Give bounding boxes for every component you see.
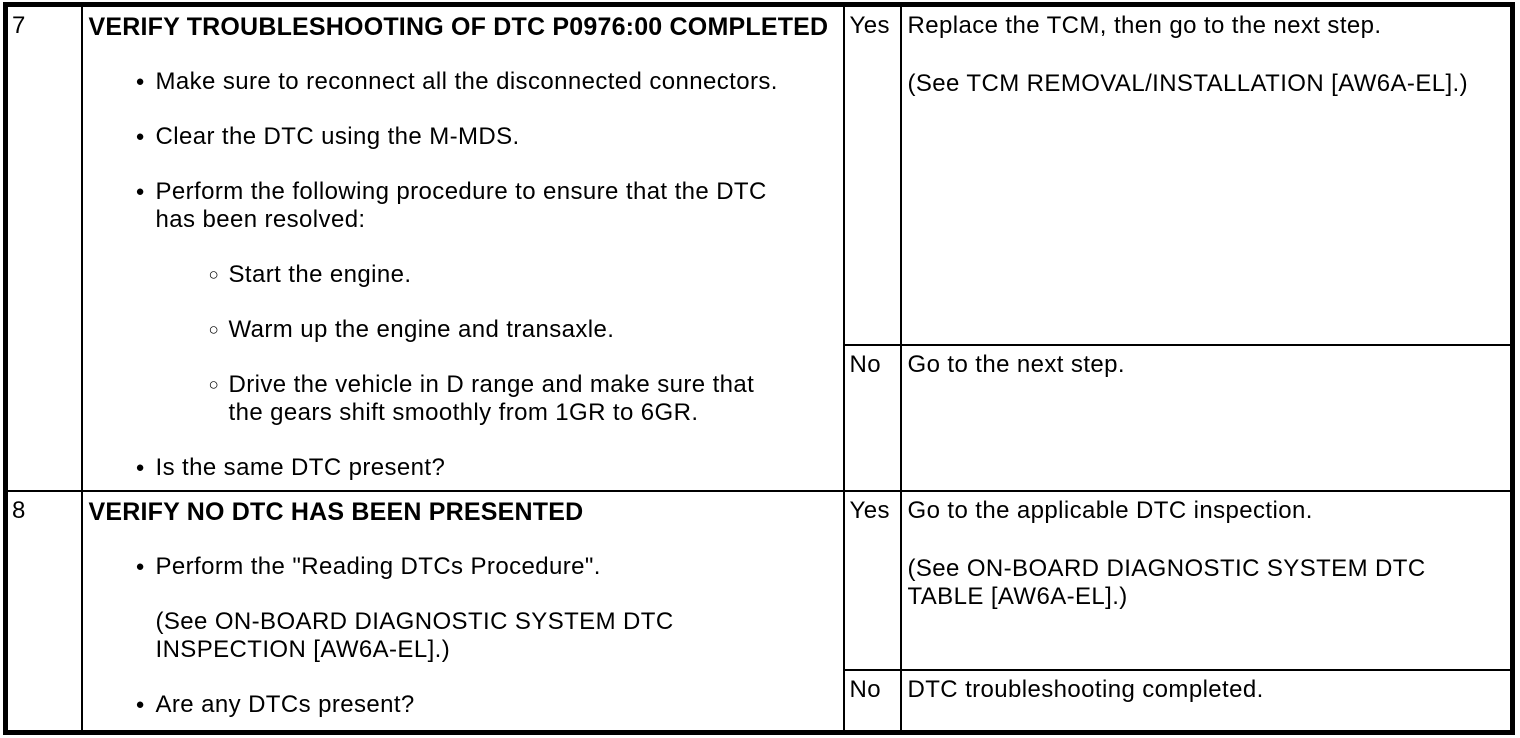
answer-label: No	[849, 675, 881, 703]
list-item: ● Perform the following procedure to ens…	[136, 178, 839, 234]
instruction-text: Clear the DTC using the M-MDS.	[155, 123, 520, 150]
bullet-icon: ●	[135, 459, 145, 476]
dtc-troubleshooting-table: 7 VERIFY TROUBLESHOOTING OF DTC P0976:00…	[3, 2, 1515, 735]
inspection-cell: VERIFY TROUBLESHOOTING OF DTC P0976:00 C…	[80, 3, 845, 492]
list-item: ● Are any DTCs present?	[136, 691, 839, 719]
inspection-title: VERIFY TROUBLESHOOTING OF DTC P0976:00 C…	[88, 13, 829, 41]
step-number-cell: 7	[4, 3, 83, 492]
instruction-text: Perform the "Reading DTCs Procedure".	[155, 552, 601, 580]
action-text: Go to the next step.	[907, 350, 1125, 378]
answer-label: No	[849, 350, 881, 378]
inspection-cell: VERIFY NO DTC HAS BEEN PRESENTED ● Perfo…	[80, 489, 845, 734]
bullet-icon: ●	[135, 128, 145, 145]
answer-no-cell: No	[842, 343, 902, 492]
action-cell: DTC troubleshooting completed.	[899, 668, 1514, 734]
action-cell: Go to the applicable DTC inspection. (Se…	[899, 489, 1514, 671]
list-item-continuation: (See ON-BOARD DIAGNOSTIC SYSTEM DTC INSP…	[156, 608, 839, 664]
sub-bullet-icon: ○	[208, 375, 220, 394]
bullet-icon: ●	[135, 695, 145, 713]
instruction-text: Warm up the engine and transaxle.	[228, 316, 615, 343]
list-item: ● Perform the "Reading DTCs Procedure".	[136, 553, 839, 581]
sub-list-item: ○ Drive the vehicle in D range and make …	[209, 371, 839, 427]
step-number: 8	[12, 496, 26, 524]
table-row: No DTC troubleshooting completed.	[6, 668, 1514, 734]
answer-no-cell: No	[842, 668, 902, 734]
action-reference: (See ON-BOARD DIAGNOSTIC SYSTEM DTC TABL…	[907, 554, 1426, 610]
document-page: 7 VERIFY TROUBLESHOOTING OF DTC P0976:00…	[3, 2, 1515, 735]
table-row: 7 VERIFY TROUBLESHOOTING OF DTC P0976:00…	[4, 3, 1514, 492]
bullet-icon: ●	[135, 183, 145, 200]
answer-label: Yes	[849, 12, 890, 39]
list-item: ● Is the same DTC present?	[136, 454, 839, 482]
sub-bullet-icon: ○	[208, 265, 220, 284]
action-cell: Go to the next step.	[899, 343, 1514, 492]
sub-bullet-icon: ○	[208, 320, 220, 339]
action-reference: (See TCM REMOVAL/INSTALLATION [AW6A-EL].…	[907, 70, 1469, 97]
step-number: 7	[12, 12, 26, 39]
list-item: ● Make sure to reconnect all the disconn…	[136, 68, 839, 96]
action-text: DTC troubleshooting completed.	[907, 675, 1264, 703]
instruction-text: Perform the following procedure to ensur…	[155, 178, 767, 233]
instruction-text: Make sure to reconnect all the disconnec…	[155, 68, 778, 95]
bullet-icon: ●	[135, 73, 145, 90]
inspection-title: VERIFY NO DTC HAS BEEN PRESENTED	[88, 497, 584, 526]
instruction-text: Are any DTCs present?	[155, 690, 415, 718]
instruction-text: Is the same DTC present?	[155, 454, 446, 481]
answer-yes-cell: Yes	[842, 3, 902, 346]
instruction-text: Start the engine.	[228, 261, 412, 288]
table-row: No Go to the next step.	[6, 343, 1514, 492]
sub-list-item: ○ Warm up the engine and transaxle.	[209, 316, 839, 344]
action-text: Go to the applicable DTC inspection.	[907, 496, 1313, 524]
sub-list-item: ○ Start the engine.	[209, 261, 839, 289]
step-number-cell: 8	[4, 489, 83, 734]
list-item: ● Clear the DTC using the M-MDS.	[136, 123, 839, 151]
table-row: 8 VERIFY NO DTC HAS BEEN PRESENTED ● Per…	[4, 489, 1514, 734]
action-cell: Replace the TCM, then go to the next ste…	[899, 3, 1514, 346]
answer-yes-cell: Yes	[842, 489, 902, 671]
answer-label: Yes	[849, 496, 890, 524]
reference-text: (See ON-BOARD DIAGNOSTIC SYSTEM DTC INSP…	[155, 607, 674, 663]
action-text: Replace the TCM, then go to the next ste…	[907, 12, 1382, 39]
instruction-text: Drive the vehicle in D range and make su…	[228, 371, 755, 426]
bullet-icon: ●	[135, 557, 145, 575]
